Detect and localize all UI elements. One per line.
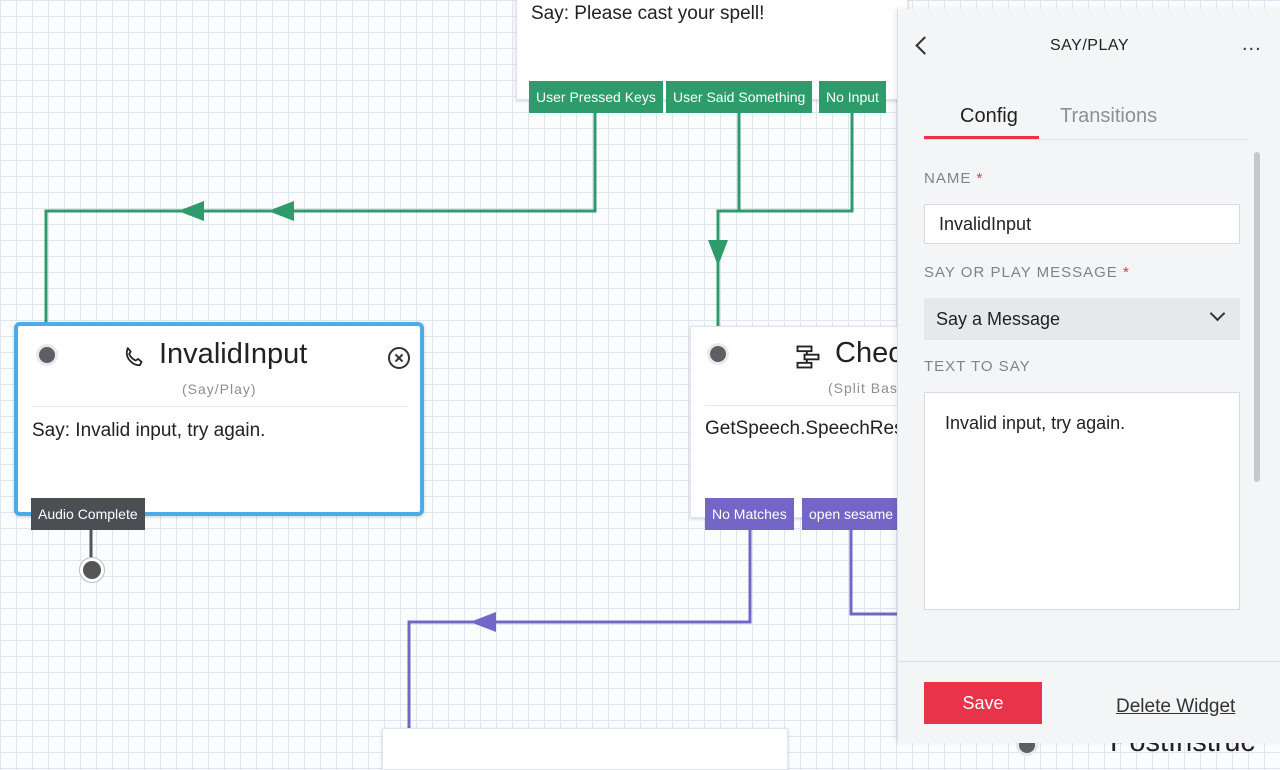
wire-open-sesame <box>849 530 897 616</box>
transition-open-sesame[interactable]: open sesame <box>802 498 901 530</box>
tab-config[interactable]: Config <box>960 105 1018 127</box>
close-icon[interactable] <box>388 347 410 369</box>
arrow-left-1 <box>178 201 204 221</box>
node-subtitle: (Split Bas <box>828 380 898 396</box>
wire-no-matches <box>407 530 752 742</box>
widget-config-panel: SAY/PLAY ... Config Transitions NAME * S… <box>897 9 1280 743</box>
wire-no-input <box>716 112 854 326</box>
arrow-left-2 <box>268 201 294 221</box>
node-body-text: GetSpeech.SpeechRes <box>705 418 904 439</box>
node-title: Chec <box>835 337 903 369</box>
transition-audio-complete[interactable]: Audio Complete <box>31 498 145 530</box>
delete-widget-link[interactable]: Delete Widget <box>1116 696 1236 717</box>
arrow-down <box>708 240 728 266</box>
connection-wires <box>44 112 897 742</box>
node-body-text: Say: Please cast your spell! <box>531 3 765 24</box>
input-port[interactable] <box>707 343 729 365</box>
panel-scrollbar[interactable] <box>1254 152 1260 482</box>
transition-user-pressed-keys[interactable]: User Pressed Keys <box>529 81 663 113</box>
required-mark: * <box>1122 264 1130 281</box>
required-mark: * <box>976 170 984 187</box>
text-label: TEXT TO SAY <box>924 358 1031 375</box>
more-options-icon[interactable]: ... <box>1242 33 1262 55</box>
message-type-select[interactable]: Say a Message <box>924 298 1240 340</box>
select-value: Say a Message <box>936 309 1061 329</box>
text-to-say-textarea[interactable]: Invalid input, try again. <box>924 392 1240 610</box>
flow-node-bottom[interactable] <box>382 728 788 770</box>
message-label: SAY OR PLAY MESSAGE * <box>924 264 1130 281</box>
chevron-down-icon <box>1209 305 1226 322</box>
message-label-text: SAY OR PLAY MESSAGE <box>924 264 1118 281</box>
node-subtitle: (Say/Play) <box>182 381 257 397</box>
tab-transitions[interactable]: Transitions <box>1060 105 1158 127</box>
save-button[interactable]: Save <box>924 682 1042 724</box>
transition-endpoint[interactable] <box>80 558 104 582</box>
name-input[interactable] <box>924 204 1240 244</box>
node-divider <box>32 406 408 407</box>
panel-tabs: Config Transitions <box>924 105 1249 140</box>
panel-header: SAY/PLAY ... <box>898 9 1280 89</box>
node-body-text: Say: Invalid input, try again. <box>32 420 266 441</box>
transition-user-said-something[interactable]: User Said Something <box>666 81 813 113</box>
panel-title: SAY/PLAY <box>1050 37 1129 54</box>
node-title: InvalidInput <box>159 338 308 370</box>
transition-no-matches[interactable]: No Matches <box>705 498 794 530</box>
node-divider <box>705 405 945 406</box>
name-label: NAME * <box>924 170 983 187</box>
input-port[interactable] <box>36 344 58 366</box>
transition-no-input[interactable]: No Input <box>819 81 886 113</box>
say-node-invalid-input[interactable]: InvalidInput (Say/Play) Say: Invalid inp… <box>14 322 424 516</box>
name-label-text: NAME <box>924 170 972 187</box>
active-tab-indicator <box>924 136 1039 139</box>
phone-icon <box>125 347 143 367</box>
wire-user-pressed-keys <box>44 112 597 322</box>
panel-footer: Save Delete Widget <box>898 661 1280 743</box>
split-icon <box>796 345 820 369</box>
arrow-left-purple <box>470 612 496 632</box>
